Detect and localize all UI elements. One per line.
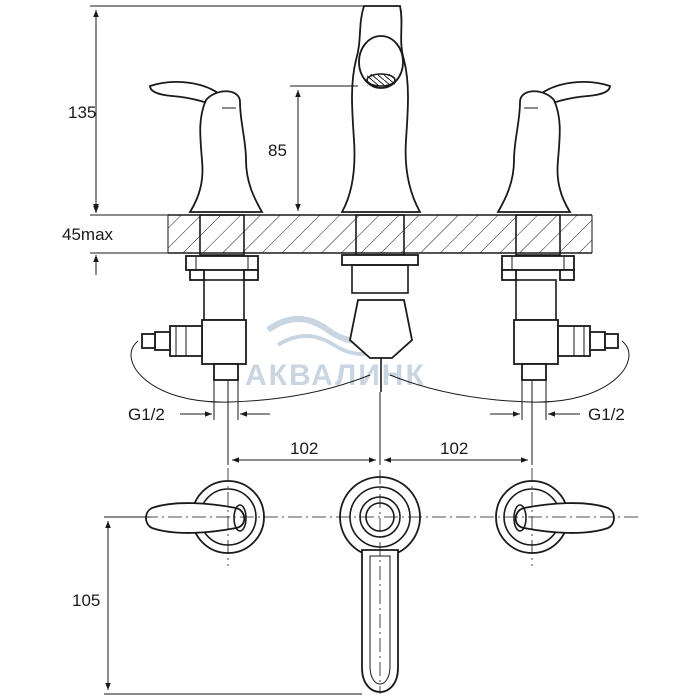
plan-view: [120, 468, 640, 694]
dimension-lines: [90, 5, 580, 695]
dim-spout-height: 85: [268, 141, 287, 160]
dim-connection-right: G1/2: [588, 405, 625, 424]
dimension-labels: 135 85 45max G1/2 G1/2 102 102 105: [62, 103, 625, 610]
countertop-section: [167, 214, 593, 254]
dim-spacing-left: 102: [290, 439, 318, 458]
dim-total-height: 135: [68, 103, 96, 122]
left-valve: [130, 81, 371, 403]
center-spout: [340, 5, 422, 392]
dim-connection-left: G1/2: [128, 405, 165, 424]
dim-spacing-right: 102: [440, 439, 468, 458]
dim-handle-reach: 105: [72, 591, 100, 610]
dim-deck-thickness: 45max: [62, 225, 114, 244]
right-valve: [389, 81, 630, 403]
